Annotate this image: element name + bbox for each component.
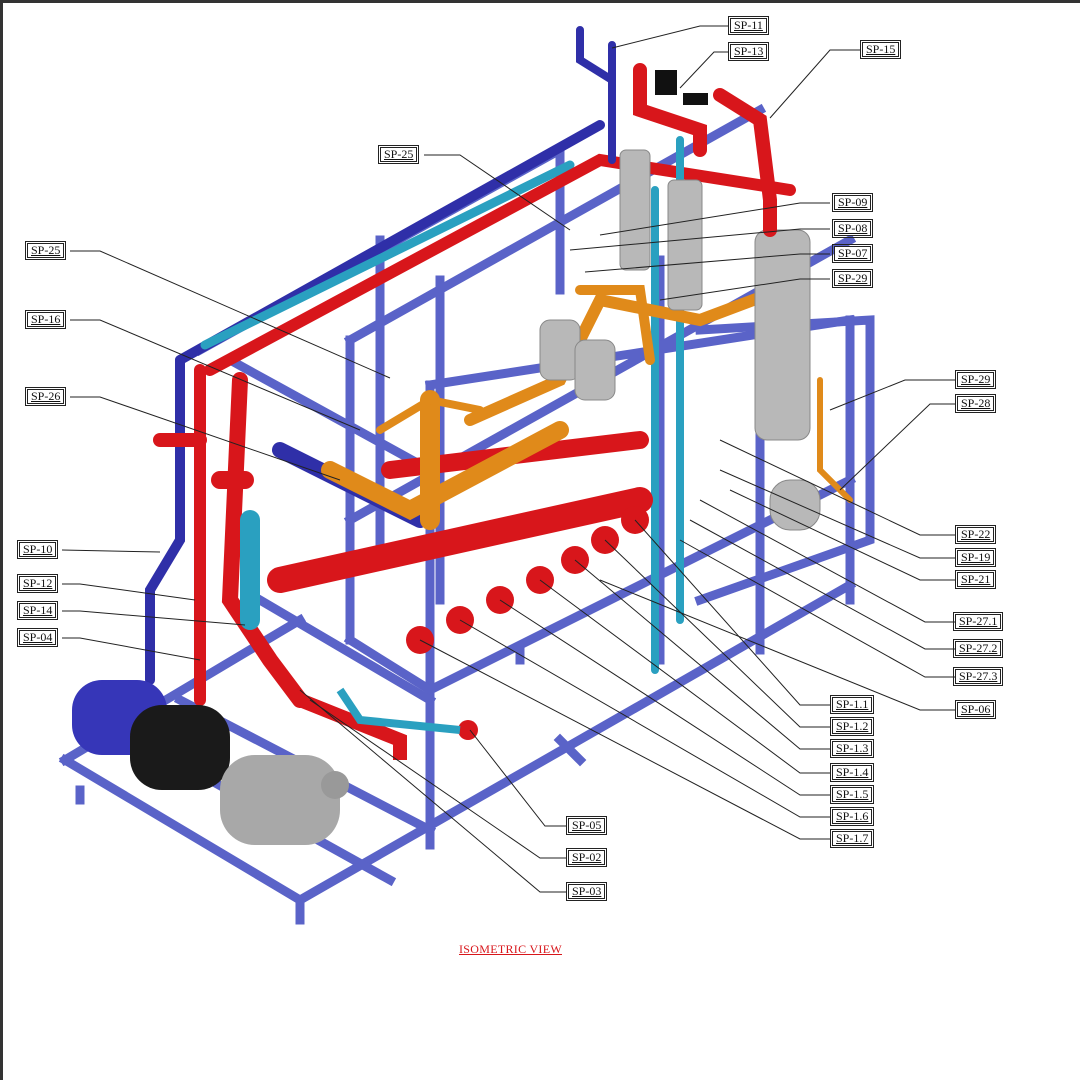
callout-sp-27-1: SP-27.1 xyxy=(952,612,1004,631)
callout-sp-1-4: SP-1.4 xyxy=(829,763,875,782)
callout-sp-02: SP-02 xyxy=(565,848,608,867)
callout-sp-27-3: SP-27.3 xyxy=(952,667,1004,686)
header-pipes xyxy=(145,26,796,708)
pump-motors xyxy=(72,680,349,845)
callout-sp-11: SP-11 xyxy=(728,16,769,35)
callout-sp-1-7: SP-1.7 xyxy=(829,829,875,848)
leader-lines xyxy=(61,25,955,893)
callout-sp-16: SP-16 xyxy=(24,310,67,329)
callout-sp-14: SP-14 xyxy=(16,601,59,620)
callout-sp-28: SP-28 xyxy=(954,394,997,413)
callout-sp-13: SP-13 xyxy=(727,42,770,61)
callout-sp-09: SP-09 xyxy=(831,193,874,212)
callout-sp-03: SP-03 xyxy=(565,882,608,901)
callout-sp-15: SP-15 xyxy=(859,40,902,59)
callout-sp-12: SP-12 xyxy=(16,574,59,593)
callout-sp-1-5: SP-1.5 xyxy=(829,785,875,804)
callout-sp-27-2: SP-27.2 xyxy=(952,639,1004,658)
relief-valves xyxy=(153,63,777,489)
callout-sp-08: SP-08 xyxy=(831,219,874,238)
callout-sp-1-3: SP-1.3 xyxy=(829,739,875,758)
callout-sp-05: SP-05 xyxy=(565,816,608,835)
callout-sp-29-right: SP-29 xyxy=(954,370,997,389)
callout-sp-22: SP-22 xyxy=(954,525,997,544)
callout-sp-10: SP-10 xyxy=(16,540,59,559)
callout-sp-04: SP-04 xyxy=(16,628,59,647)
view-title: ISOMETRIC VIEW xyxy=(459,942,562,956)
callout-sp-25-left: SP-25 xyxy=(24,241,67,260)
control-valve-assembly xyxy=(272,284,853,530)
callout-sp-21: SP-21 xyxy=(954,570,997,589)
callout-sp-25-top: SP-25 xyxy=(377,145,420,164)
callout-sp-29-top: SP-29 xyxy=(831,269,874,288)
callout-sp-1-1: SP-1.1 xyxy=(829,695,875,714)
callout-sp-1-2: SP-1.2 xyxy=(829,717,875,736)
callout-sp-06: SP-06 xyxy=(954,700,997,719)
vertical-vessels xyxy=(539,149,821,531)
callout-sp-07: SP-07 xyxy=(831,244,874,263)
callout-sp-19: SP-19 xyxy=(954,548,997,567)
callout-sp-26: SP-26 xyxy=(24,387,67,406)
callout-sp-1-6: SP-1.6 xyxy=(829,807,875,826)
